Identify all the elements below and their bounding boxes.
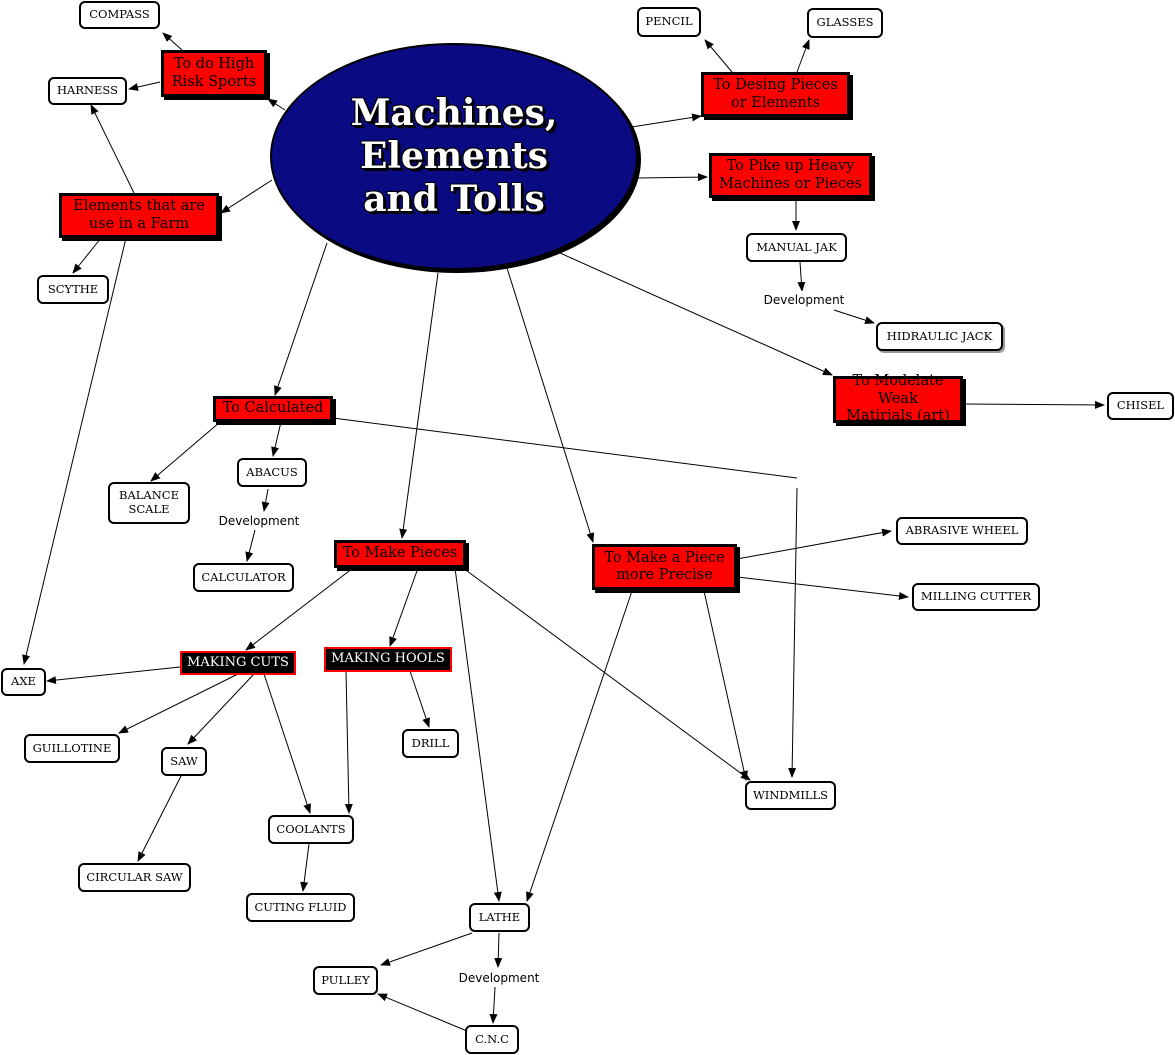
- edge-cuts-saw: [187, 673, 255, 745]
- edge-precise-windmills: [703, 590, 748, 781]
- edge-makepieces-lathe: [454, 567, 502, 902]
- edge-calculated-windmills-tail: [788, 487, 798, 778]
- edge-center-desing: [631, 113, 702, 128]
- subcategory-making-hools: MAKING HOOLS: [324, 647, 452, 672]
- item-chisel: CHISEL: [1107, 392, 1174, 420]
- item-calculator: CALCULATOR: [193, 563, 294, 592]
- edge-precise-milling: [736, 576, 909, 600]
- edge-makepieces-hools: [389, 567, 419, 647]
- item-harness: HARNESS: [48, 77, 127, 105]
- edge-makepieces-cuts: [245, 567, 354, 651]
- center-node: [270, 43, 638, 270]
- edge-precise-lathe: [526, 590, 633, 902]
- link-label-development-calculator: Development: [215, 512, 303, 530]
- category-high-risk-sports: To do High Risk Sports: [161, 50, 267, 97]
- edge-center-calculated: [274, 242, 328, 396]
- item-scythe: SCYTHE: [37, 275, 109, 304]
- edge-makepieces-windmills: [462, 567, 751, 781]
- edge-calculated-windmills: [332, 417, 798, 479]
- edge-highrisk-compass: [162, 32, 183, 51]
- item-pencil: PENCIL: [637, 7, 701, 37]
- item-windmills: WINDMILLS: [745, 781, 836, 810]
- item-manual-jak: MANUAL JAK: [746, 233, 847, 262]
- category-make-pieces: To Make Pieces: [334, 540, 466, 568]
- edge-dev-hidraulic: [833, 309, 875, 325]
- edge-coolants-fluid: [300, 843, 310, 892]
- category-modelate: To Modelate Weak Matirials (art): [833, 373, 963, 424]
- item-cuting-fluid: CUTING FLUID: [246, 893, 355, 922]
- edge-farm-harness: [90, 104, 135, 194]
- edge-center-make-pieces: [399, 272, 439, 539]
- item-abrasive-wheel: ABRASIVE WHEEL: [896, 517, 1028, 545]
- item-drill: DRILL: [402, 729, 459, 758]
- edge-highrisk-harness: [128, 81, 161, 91]
- edge-lathe-pulley: [380, 932, 473, 966]
- edge-desing-pencil: [704, 39, 733, 73]
- edge-center-high-risk: [267, 98, 286, 111]
- item-guillotine: GUILLOTINE: [24, 734, 120, 763]
- link-label-development-cnc: Development: [455, 969, 543, 987]
- item-circular-saw: CIRCULAR SAW: [78, 863, 191, 892]
- edge-lathe-dev: [494, 932, 503, 968]
- center-title: Machines, Elements and Tolls: [350, 91, 558, 221]
- item-saw: SAW: [161, 747, 207, 776]
- item-balance-scale: BALANCE SCALE: [108, 482, 190, 524]
- edge-farm-scythe: [72, 237, 102, 274]
- edge-farm-axe: [22, 237, 127, 665]
- item-compass: COMPASS: [79, 1, 160, 29]
- edge-abacus-dev: [261, 488, 270, 512]
- edge-calculated-abacus: [271, 421, 282, 457]
- item-milling-cutter: MILLING CUTTER: [912, 583, 1040, 611]
- edge-dev-calculator: [245, 529, 256, 562]
- category-calculated: To Calculated: [213, 396, 333, 422]
- item-lathe: LATHE: [469, 903, 530, 932]
- edge-center-farm: [220, 179, 273, 214]
- subcategory-making-cuts: MAKING CUTS: [180, 651, 296, 675]
- item-cnc: C.N.C: [465, 1025, 519, 1054]
- category-desing-pieces: To Desing Pieces or Elements: [701, 72, 850, 117]
- link-label-development-jack: Development: [760, 291, 848, 309]
- edge-manualjak-dev: [797, 261, 806, 292]
- edge-precise-abrasive: [736, 528, 892, 560]
- item-hidraulic-jack: HIDRAULIC JACK: [876, 322, 1003, 351]
- category-pike-up-heavy: To Pike up Heavy Machines or Pieces: [709, 153, 872, 198]
- category-more-precise: To Make a Piece more Precise: [592, 544, 737, 590]
- edge-cuts-coolants: [263, 673, 311, 814]
- category-farm-elements: Elements that are use in a Farm: [59, 193, 219, 238]
- item-pulley: PULLEY: [313, 966, 378, 995]
- edge-center-modelate: [559, 252, 833, 376]
- edge-hools-coolants: [344, 670, 353, 814]
- edge-cuts-guillotine: [118, 673, 239, 734]
- edge-saw-circular: [137, 775, 182, 862]
- item-abacus: ABACUS: [237, 458, 307, 487]
- item-coolants: COOLANTS: [268, 815, 354, 844]
- edge-cnc-pulley: [377, 993, 468, 1032]
- edge-modelate-chisel: [962, 400, 1105, 409]
- edge-hools-drill: [409, 670, 430, 728]
- edge-dev-cnc: [489, 986, 498, 1024]
- item-axe: AXE: [1, 668, 46, 696]
- edge-calculated-balance: [150, 421, 221, 482]
- edge-center-precise: [506, 267, 595, 543]
- item-glasses: GLASSES: [807, 8, 883, 38]
- edge-cuts-axe: [46, 666, 181, 685]
- edge-center-pike-up: [637, 173, 708, 182]
- edge-desing-glasses: [796, 39, 810, 73]
